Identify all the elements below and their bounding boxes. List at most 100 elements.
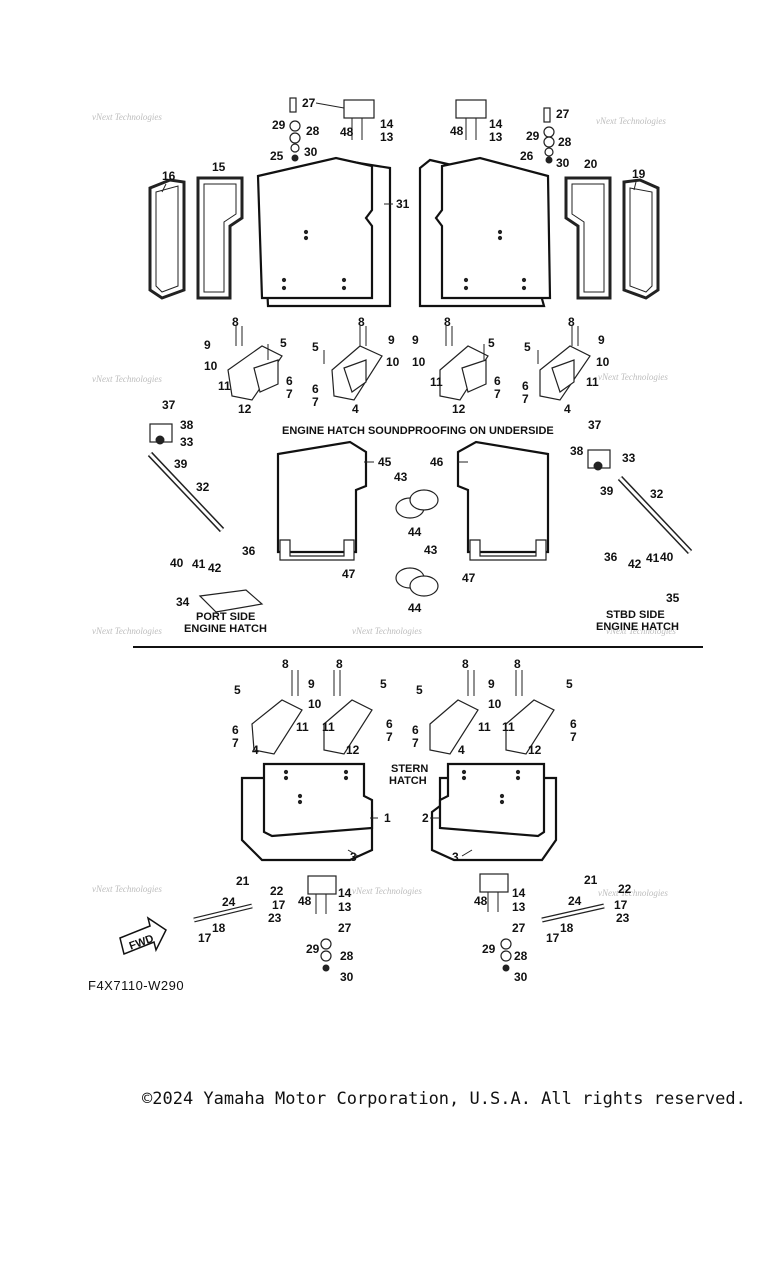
caption-main: ENGINE HATCH SOUNDPROOFING ON UNDERSIDE [282,425,554,437]
callout: 10 [412,355,426,369]
callout: 18 [560,921,574,935]
figure-code: F4X7110-W290 [88,978,185,993]
callout: 18 [212,921,226,935]
bracket-34 [198,589,264,613]
svg-text:vNext Technologies: vNext Technologies [598,888,668,898]
callout: 27 [556,107,570,121]
callout: 8 [514,657,521,671]
seal-19 [622,178,660,300]
callout: 13 [380,130,394,144]
callout: 40 [170,556,184,570]
callout: 47 [342,567,356,581]
svg-text:vNext Technologies: vNext Technologies [596,116,666,126]
callout: 8 [462,657,469,671]
stern-hinge-bottom [307,873,512,972]
callout: 23 [268,911,282,925]
callout: 10 [386,355,400,369]
stern-struts [193,903,605,923]
callout: 28 [514,949,528,963]
callout: 14 [489,117,503,131]
callout: 48 [450,124,464,138]
svg-text:vNext Technologies: vNext Technologies [92,374,162,384]
callout: 7 [286,387,293,401]
callout: 11 [322,720,335,734]
callout: 10 [488,697,502,711]
parts-diagram: vNext Technologies vNext Technologies vN… [92,96,703,984]
callout: 9 [412,333,419,347]
hinge-brackets-upper [227,326,591,401]
callout: 1 [384,811,391,825]
callout: 7 [570,730,577,744]
callout: 37 [588,418,602,432]
callout: 28 [340,949,354,963]
callout: 6 [232,723,239,737]
callout: 7 [386,730,393,744]
top-hinge-left [289,97,375,162]
callout: 30 [304,145,318,159]
callout: 39 [174,457,188,471]
stern-hatch-right [430,762,558,862]
gas-strut-right [587,449,693,555]
callout: 30 [514,970,528,984]
hatch-panel-left [256,156,392,308]
svg-text:vNext Technologies: vNext Technologies [606,626,676,636]
sound-pad-45 [276,440,368,561]
callout: 13 [338,900,352,914]
callout: 10 [308,697,322,711]
callout: 11 [478,720,491,734]
callout: 3 [350,850,357,864]
callout: 33 [180,435,194,449]
callout: 8 [282,657,289,671]
watermarks: vNext Technologies vNext Technologies vN… [92,112,676,898]
callout: 22 [270,884,284,898]
callout: 21 [584,873,598,887]
callout: 47 [462,571,476,585]
callout: 40 [660,550,674,564]
callout: 4 [458,743,465,757]
callout: 9 [204,338,211,352]
hatch-panel-right [418,156,552,308]
callout: 42 [628,557,642,571]
svg-text:vNext Technologies: vNext Technologies [598,372,668,382]
callout: 6 [522,379,529,393]
callout: 28 [306,124,320,138]
callout: 17 [272,898,286,912]
callout: 5 [416,683,423,697]
callout: 6 [386,717,393,731]
callout: 44 [408,525,422,539]
callout-numbers: 27 29 28 30 48 14 13 25 27 48 14 13 29 2… [162,96,680,984]
callout: 36 [604,550,618,564]
fwd-arrow-icon: FWD [119,916,167,956]
callout: 11 [430,375,443,389]
callout: 45 [378,455,392,469]
callout: 27 [512,921,526,935]
callout: 8 [232,315,239,329]
callout: 7 [494,387,501,401]
callout: 14 [380,117,394,131]
svg-text:vNext Technologies: vNext Technologies [352,886,422,896]
callout: 5 [524,340,531,354]
callout: 4 [252,743,259,757]
callout: 13 [512,900,526,914]
callout: 3 [452,850,459,864]
callout: 6 [494,374,501,388]
callout: 17 [198,931,212,945]
callout: 15 [212,160,226,174]
callout: 34 [176,595,190,609]
callout: 9 [598,333,605,347]
callout: 27 [302,96,316,110]
caption-stbd-1: STBD SIDE [606,609,665,621]
callout: 11 [586,375,599,389]
callout: 17 [546,931,560,945]
callout: 44 [408,601,422,615]
callout: 10 [204,359,218,373]
callout: 7 [412,736,419,750]
callout: 22 [618,882,632,896]
callout: 24 [222,895,236,909]
callout: 30 [340,970,354,984]
svg-text:vNext Technologies: vNext Technologies [92,626,162,636]
callout: 31 [396,197,410,211]
callout: 7 [232,736,239,750]
callout: 13 [489,130,503,144]
svg-text:vNext Technologies: vNext Technologies [92,884,162,894]
